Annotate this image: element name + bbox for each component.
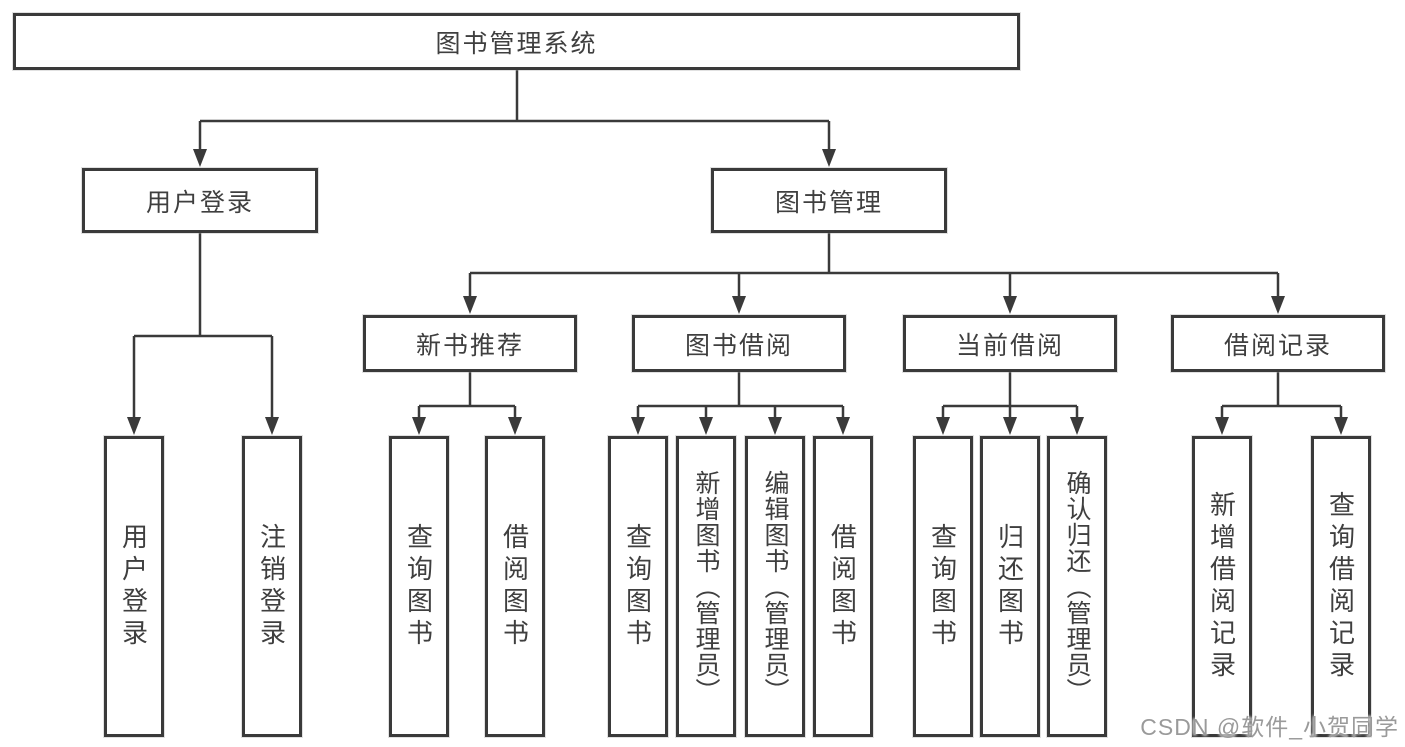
node-current-borrow-label: 当前借阅: [955, 331, 1064, 360]
node-borrow-records-label: 借阅记录: [1223, 331, 1332, 360]
leaf-records-add-record: 新增借阅记录: [1192, 436, 1252, 737]
node-current-borrow: 当前借阅: [903, 315, 1117, 372]
node-user-login-label: 用户登录: [145, 188, 254, 217]
leaf-recommend-borrow-books: 借阅图书: [485, 436, 545, 737]
node-book-borrow: 图书借阅: [632, 315, 846, 372]
node-borrow-records: 借阅记录: [1171, 315, 1385, 372]
arrowheads: [127, 149, 1348, 435]
csdn-watermark: CSDN @软件_小贺同学: [1140, 714, 1399, 740]
leaf-user-login-label: 用户登录: [118, 522, 149, 651]
leaf-borrow-query-books: 查询图书: [608, 436, 668, 737]
leaf-logout: 注销登录: [242, 436, 302, 737]
leaf-borrow-edit-books-admin: 编辑图书（管理员）: [745, 436, 805, 737]
leaf-current-query-books: 查询图书: [913, 436, 973, 737]
leaf-borrow-add-books-admin: 新增图书（管理员）: [676, 436, 736, 737]
leaf-records-query-record: 查询借阅记录: [1311, 436, 1371, 737]
leaf-records-query-record-label: 查询借阅记录: [1325, 490, 1356, 683]
leaf-current-confirm-return-admin: 确认归还（管理员）: [1047, 436, 1107, 737]
leaf-recommend-borrow-books-label: 借阅图书: [499, 522, 530, 651]
leaf-recommend-query-books: 查询图书: [389, 436, 449, 737]
node-root-system-label: 图书管理系统: [435, 29, 598, 58]
leaf-logout-label: 注销登录: [256, 522, 287, 651]
leaf-recommend-query-books-label: 查询图书: [403, 522, 434, 651]
leaf-user-login: 用户登录: [104, 436, 164, 737]
node-new-book-recommend: 新书推荐: [363, 315, 577, 372]
leaf-borrow-query-books-label: 查询图书: [622, 522, 653, 651]
node-root-system: 图书管理系统: [13, 13, 1020, 70]
node-book-borrow-label: 图书借阅: [684, 331, 793, 360]
node-book-management-label: 图书管理: [774, 188, 883, 217]
node-new-book-recommend-label: 新书推荐: [415, 331, 524, 360]
node-user-login: 用户登录: [82, 168, 318, 233]
leaf-borrow-edit-books-admin-label: 编辑图书（管理员）: [761, 469, 789, 704]
leaf-current-query-books-label: 查询图书: [927, 522, 958, 651]
leaf-records-add-record-label: 新增借阅记录: [1206, 490, 1237, 683]
leaf-current-confirm-return-admin-label: 确认归还（管理员）: [1063, 469, 1091, 704]
leaf-current-return-books: 归还图书: [980, 436, 1040, 737]
leaf-current-return-books-label: 归还图书: [994, 522, 1025, 651]
leaf-borrow-add-books-admin-label: 新增图书（管理员）: [692, 469, 720, 704]
leaf-borrow-borrow-books-label: 借阅图书: [827, 522, 858, 651]
node-book-management: 图书管理: [711, 168, 947, 233]
leaf-borrow-borrow-books: 借阅图书: [813, 436, 873, 737]
